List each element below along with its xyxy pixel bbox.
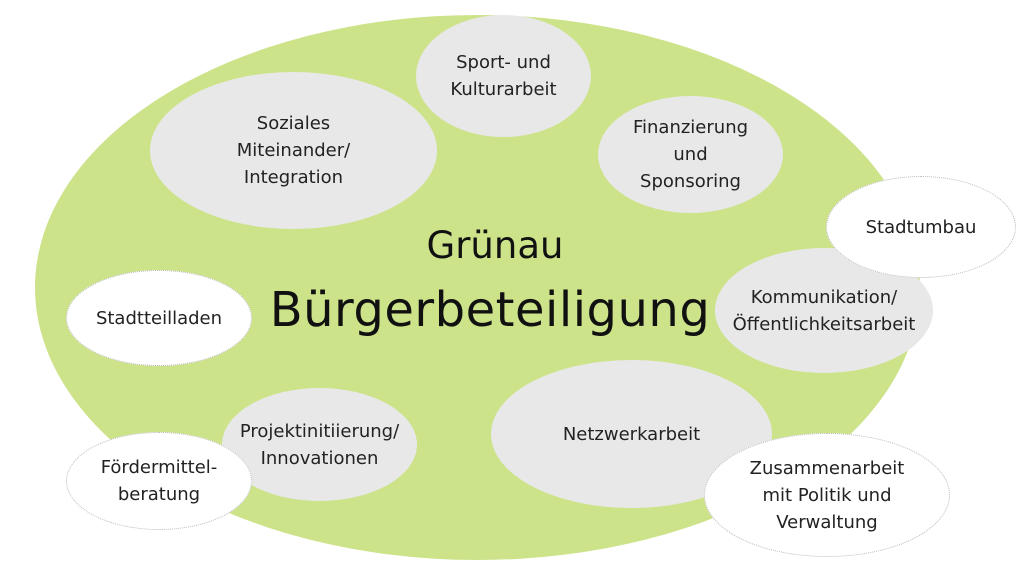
bubble-stadtumbau-label: Stadtumbau <box>865 216 977 238</box>
bubble-soziales-miteinander: Soziales Miteinander/ Integration <box>150 72 437 229</box>
bubble-stadtumbau: Stadtumbau <box>826 176 1016 278</box>
bubble-sport-kultur: Sport- und Kulturarbeit <box>416 15 591 137</box>
bubble-finanzierung: Finanzierung und Sponsoring <box>598 96 783 213</box>
bubble-stadtteilladen: Stadtteilladen <box>66 270 252 366</box>
bubble-netzwerkarbeit-label: Netzwerkarbeit <box>562 423 701 445</box>
bubble-stadtteilladen-label: Stadtteilladen <box>95 307 223 329</box>
bubble-foerdermittelberatung-label: Fördermittel- beratung <box>100 457 218 505</box>
bubble-sport-kultur-label: Sport- und Kulturarbeit <box>450 52 557 100</box>
center-title: Grünau <box>426 224 564 267</box>
center-subtitle: Bürgerbeteiligung <box>269 282 711 338</box>
bubble-zusammenarbeit-label: Zusammenarbeit mit Politik und Verwaltun… <box>749 457 905 533</box>
bubble-projektinitiierung: Projektinitiierung/ Innovationen <box>222 388 417 501</box>
bubble-soziales-miteinander-label: Soziales Miteinander/ Integration <box>236 113 351 188</box>
bubble-kommunikation-label: Kommunikation/ Öffentlichkeitsarbeit <box>732 286 916 335</box>
bubble-projektinitiierung-label: Projektinitiierung/ Innovationen <box>239 420 400 469</box>
bubble-zusammenarbeit: Zusammenarbeit mit Politik und Verwaltun… <box>704 433 950 557</box>
bubble-finanzierung-label: Finanzierung und Sponsoring <box>632 117 749 192</box>
bubble-foerdermittelberatung: Fördermittel- beratung <box>66 432 252 530</box>
